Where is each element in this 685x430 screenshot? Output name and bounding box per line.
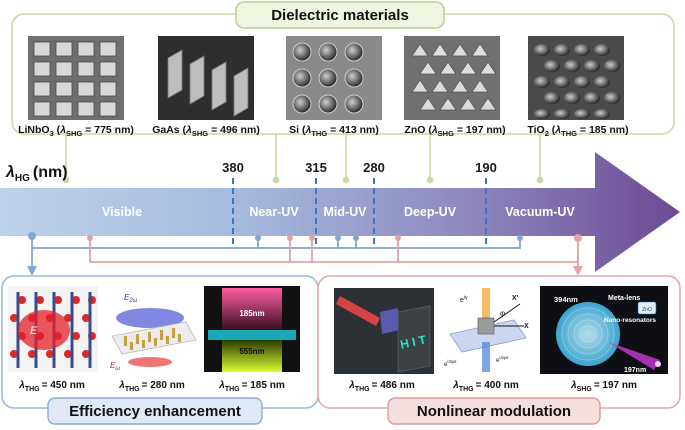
blue-arrowhead (27, 266, 37, 276)
right-caption-3: λSHG= 197 nm (570, 380, 637, 393)
x-label: X (524, 323, 529, 330)
right-caption-1: λTHG= 486 nm (348, 380, 415, 393)
nm394-label: 394nm (554, 295, 578, 304)
top-panel-title-box (235, 1, 445, 29)
blue-connectors (31, 236, 521, 270)
region-vacuum-uv: Vacuum-UV (505, 205, 575, 219)
sem-image-tio2 (528, 36, 624, 120)
inset-efficiency-1: E (8, 286, 98, 372)
left-caption-3: λTHG= 185 nm (218, 380, 285, 393)
tick-190: 190 (475, 160, 497, 175)
blue-connector-dots (28, 232, 523, 241)
ew-label: Eω (110, 361, 120, 372)
nanoresonators-label: Nano-resonators (604, 317, 656, 324)
right-panel-title-box (387, 397, 601, 425)
eiy-label: eiγ (460, 295, 468, 304)
sem-image-linbo3 (28, 36, 124, 120)
hit-letters: H I T (399, 332, 428, 351)
e-field-label: E (30, 325, 38, 337)
wavelength-arrow (0, 152, 680, 272)
metalens-label: Meta-lens (608, 295, 640, 302)
material-label-gaas: GaAs (λSHG = 496 nm) (152, 124, 260, 138)
left-panel-title-box (47, 397, 263, 425)
sem-image-si (286, 36, 382, 120)
material-label-si: Si (λTHG = 413 nm) (289, 124, 379, 138)
inset-efficiency-3: 185nm 555nm (204, 286, 300, 372)
inset-modulation-2: eiγ X' φ X ei3φσ ei4φσ (440, 286, 532, 374)
material-label-tio2: TiO2 (λTHG = 185 nm) (527, 124, 628, 138)
left-caption-1: λTHG= 450 nm (18, 380, 85, 393)
right-caption-2: λTHG= 400 nm (452, 380, 519, 393)
sem-image-gaas (158, 36, 254, 120)
region-mid-uv: Mid-UV (323, 205, 367, 219)
inset-efficiency-2: E2ω Eω (106, 286, 198, 372)
e2w-label: E2ω (124, 293, 138, 304)
nm197-label: 197nm (624, 367, 646, 374)
tick-280: 280 (363, 160, 385, 175)
top-panel-title: Dielectric materials (271, 7, 409, 24)
left-caption-2: λTHG= 280 nm (118, 380, 185, 393)
tick-380: 380 (222, 160, 244, 175)
nm555-label: 555nm (239, 347, 264, 356)
nm185-label: 185nm (239, 309, 264, 318)
material-label-zno: ZnO (λSHG = 197 nm) (404, 124, 505, 138)
material-label-linbo3: LiNbO3 (λSHG = 775 nm) (18, 124, 134, 138)
green-connectors (62, 134, 544, 184)
region-boundaries (232, 178, 487, 248)
sem-image-zno (404, 36, 500, 120)
zno-label: ZnO (642, 307, 652, 313)
e4-label: ei4φσ (496, 355, 509, 364)
pink-arrowhead (573, 266, 583, 276)
phi-label: φ (500, 309, 505, 318)
e3-label: ei3φσ (444, 359, 457, 368)
tick-315: 315 (305, 160, 327, 175)
left-panel-title: Efficiency enhancement (69, 403, 241, 420)
x-prime-label: X' (512, 295, 519, 302)
region-near-uv: Near-UV (249, 205, 299, 219)
pink-connector-dots (87, 234, 582, 242)
pink-connectors (89, 236, 579, 270)
region-deep-uv: Deep-UV (404, 205, 457, 219)
right-panel-title: Nonlinear modulation (417, 403, 571, 420)
inset-modulation-1: H I T (334, 288, 434, 374)
region-visible: Visible (102, 205, 142, 219)
axis-label: λHG(nm) (5, 164, 68, 184)
inset-modulation-3: 394nm Meta-lens ZnO Nano-resonators 197n… (540, 286, 668, 374)
